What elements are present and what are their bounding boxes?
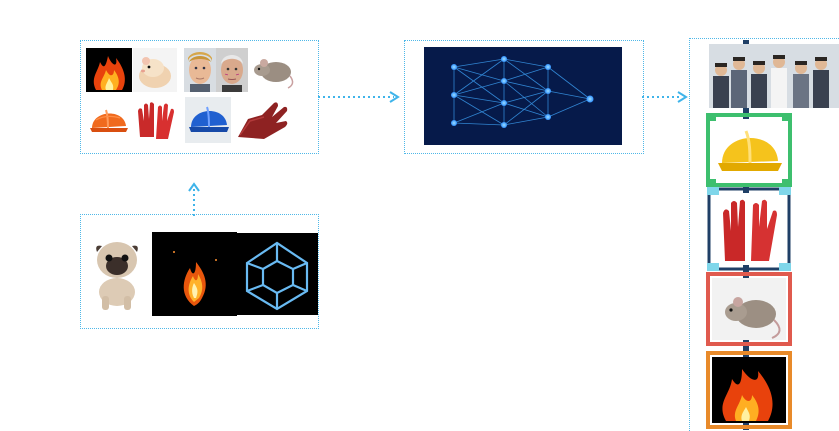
crowd-photo-icon xyxy=(709,44,839,108)
neural-network-icon xyxy=(424,47,622,145)
training-caption xyxy=(110,164,290,180)
query-caption xyxy=(118,352,278,368)
flame-icon xyxy=(152,232,237,316)
orange-helmet-icon xyxy=(86,98,130,142)
fire-result-icon xyxy=(706,351,792,429)
gloves-result-icon xyxy=(707,187,791,271)
pug-icon xyxy=(86,230,148,314)
up-arrow-icon xyxy=(188,182,200,216)
red-gloves-icon xyxy=(134,97,178,143)
face-young-icon xyxy=(184,48,216,92)
output-arrow-icon xyxy=(642,91,688,103)
blue-helmet-icon xyxy=(185,97,231,143)
face-old-icon xyxy=(216,48,248,92)
hamster-icon xyxy=(133,48,177,92)
red-glove-single-icon xyxy=(234,97,292,143)
right-arrow-icon xyxy=(318,91,400,103)
query-row-label xyxy=(18,262,58,276)
tesseract-icon xyxy=(237,233,318,315)
output-box xyxy=(689,38,839,431)
rat-result-icon xyxy=(706,272,792,346)
training-row-label xyxy=(18,88,58,102)
rat-icon xyxy=(250,50,298,90)
fire-icon xyxy=(86,48,132,92)
yellow-helmet-icon xyxy=(706,113,792,187)
network-caption xyxy=(448,164,608,180)
query-images-box xyxy=(80,214,319,329)
